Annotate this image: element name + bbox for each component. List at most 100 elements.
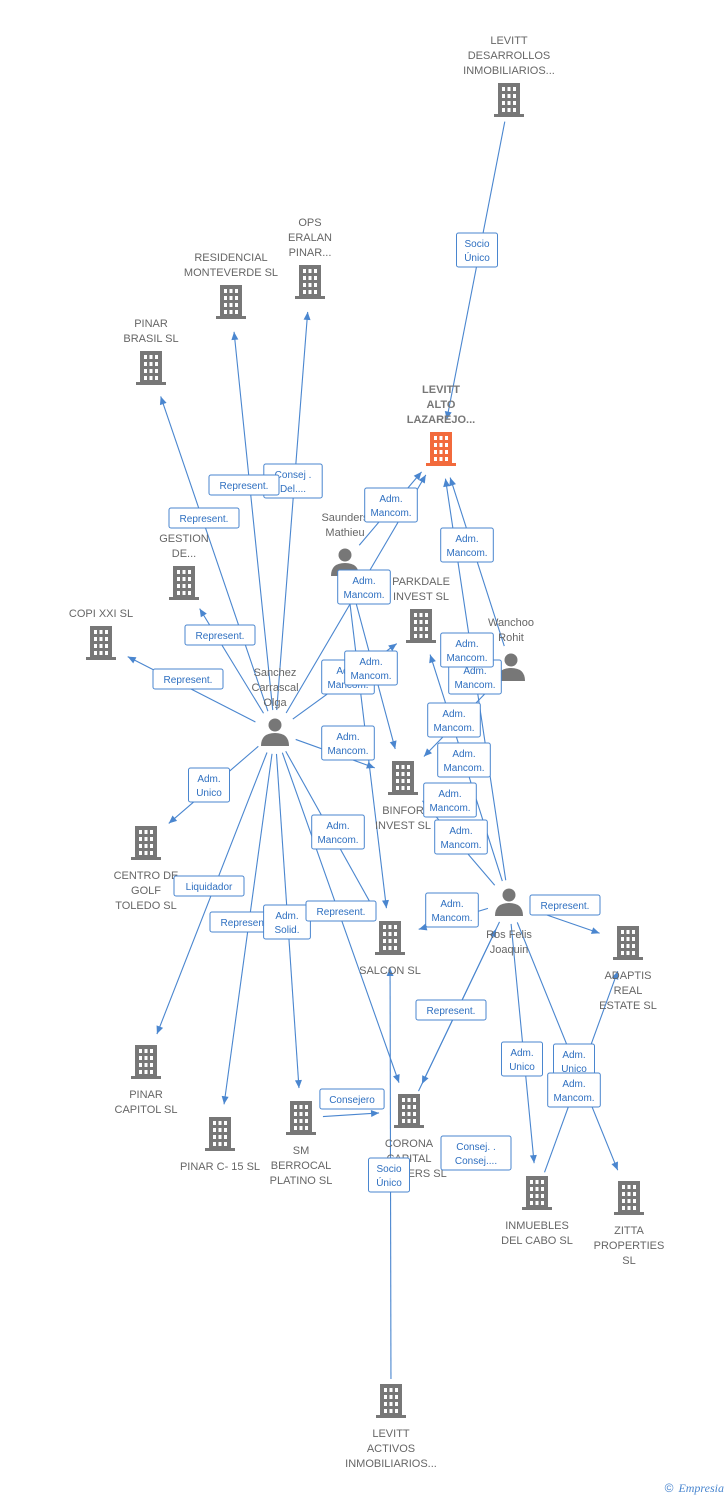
edge-arrowhead: [127, 656, 137, 664]
edge-label-text: Socio: [376, 1164, 401, 1175]
brand-name: Empresia: [678, 1481, 724, 1495]
edge-label-text: Adm.: [452, 749, 475, 760]
edge-label-text: Adm.: [336, 732, 359, 743]
edge-label-sanchez-to-sm_berrocal[interactable]: Adm.Solid.: [263, 904, 311, 940]
edge-label-saunders-to-levitt_alto[interactable]: Adm.Mancom.: [364, 487, 418, 523]
node-label: PROPERTIES: [594, 1240, 665, 1252]
edge-label-sanchez-to-levitt_alto[interactable]: Adm.Mancom.: [337, 569, 391, 605]
edge-label-ros_felis-to-adaptis[interactable]: Represent.: [529, 894, 601, 916]
edge-label-ros_felis-to-inmuebles_cabo[interactable]: Adm.Unico: [501, 1041, 543, 1077]
node-levitt_activos[interactable]: LEVITTACTIVOSINMOBILIARIOS...: [345, 1383, 437, 1470]
edge-arrowhead: [231, 331, 239, 341]
edge-label-text: Consej....: [455, 1156, 497, 1167]
building-icon: [406, 609, 436, 643]
edge-arrowhead: [611, 1161, 618, 1171]
edge-label-sanchez-to-binfor[interactable]: Adm.Mancom.: [344, 650, 398, 686]
edge-label-text: Mancom.: [370, 508, 411, 519]
node-ops_eralan[interactable]: OPSERALANPINAR...: [288, 217, 332, 300]
node-levitt_desarrollos[interactable]: LEVITTDESARROLLOSINMOBILIARIOS...: [463, 35, 555, 118]
edge-label-sanchez-to-centro_golf[interactable]: Adm.Unico: [188, 767, 230, 803]
edge-arrowhead: [418, 474, 426, 484]
building-icon: [205, 1117, 235, 1151]
node-label: PINAR: [129, 1089, 163, 1101]
edge-label-text: Adm.: [463, 666, 486, 677]
edge-sanchez-to-pinar_brasil: [159, 396, 269, 712]
node-label: PINAR...: [289, 247, 332, 259]
node-label: INVEST SL: [393, 591, 449, 603]
edge-label-sanchez-to-copi_xxi[interactable]: Represent.: [152, 668, 224, 690]
edge-label-text: Represent.: [164, 675, 213, 686]
edge-label-wanchoo-to-binfor[interactable]: Adm.Mancom.: [437, 742, 491, 778]
edge-arrowhead: [388, 643, 397, 652]
edge-label-sanchez-to-salcon[interactable]: Adm.Mancom.: [311, 814, 365, 850]
edge-arrowhead: [443, 478, 451, 488]
edge-label-wanchoo-to-levitt_alto[interactable]: Adm.Mancom.: [440, 527, 494, 563]
edge-label-saunders-to-binfor[interactable]: Adm.Mancom.: [321, 725, 375, 761]
edge-arrowhead: [529, 1154, 537, 1164]
building-icon: [136, 351, 166, 385]
node-label: INMUEBLES: [505, 1220, 569, 1232]
building-icon: [522, 1176, 552, 1210]
node-label: TOLEDO SL: [115, 900, 177, 912]
edge-label-ros_felis-to-corona_capital[interactable]: Represent.: [415, 999, 487, 1021]
person-icon: [495, 888, 523, 916]
node-label: COPI XXI SL: [69, 608, 133, 620]
edge-label-sanchez-to-pinar_c15[interactable]: Represent.: [209, 911, 281, 933]
node-pinar_c15[interactable]: PINAR C- 15 SL: [180, 1116, 260, 1173]
edge-label-ros_felis-to-parkdale[interactable]: Adm.Mancom.: [423, 782, 477, 818]
edge-label-sanchez-to-gestion[interactable]: Represent.: [184, 624, 256, 646]
edge-label-ros_felis-to-levitt_alto[interactable]: Adm.Mancom.: [440, 632, 494, 668]
edge-arrowhead: [370, 1109, 380, 1117]
node-salcon[interactable]: SALCON SL: [359, 920, 421, 977]
edge-label-sanchez-to-pinar_brasil[interactable]: Represent.: [168, 507, 240, 529]
edge-arrowhead: [449, 477, 456, 487]
edge-label-inmuebles_cabo-to-adaptis[interactable]: Adm.Mancom.: [547, 1072, 601, 1108]
node-levitt_alto[interactable]: LEVITTALTOLAZAREJO...: [407, 384, 475, 467]
edge-label-text: Único: [464, 251, 490, 264]
edge-label-saunders-to-salcon[interactable]: Adm.Mancom.: [427, 702, 481, 738]
edge-label-ros_felis-to-salcon[interactable]: Adm.Mancom.: [425, 892, 479, 928]
edge-sanchez-to-residencial_monteverde: [231, 331, 274, 711]
node-label: LEVITT: [422, 384, 460, 396]
edge-label-text: Represent.: [427, 1006, 476, 1017]
edge-label-sm_berrocal-to-corona_capital[interactable]: Consejero: [319, 1088, 385, 1110]
edge-arrowhead: [294, 1079, 302, 1089]
edge-label-sanchez-to-residencial_monteverde[interactable]: Represent.: [208, 474, 280, 496]
edge-label-text: Mancom.: [350, 671, 391, 682]
edge-arrowhead: [382, 899, 389, 909]
node-label: Mathieu: [325, 527, 364, 539]
edge-label-text: Adm.: [442, 709, 465, 720]
edge-label-sanchez-to-pinar_capitol[interactable]: Liquidador: [173, 875, 245, 897]
node-label: PLATINO SL: [270, 1175, 333, 1187]
node-label: Sanchez: [254, 667, 297, 679]
building-icon: [376, 1384, 406, 1418]
building-icon: [131, 826, 161, 860]
edge-sanchez-to-ops_eralan: [276, 311, 311, 711]
edge-label-corona_capital-to-ros_felis[interactable]: Consej. .Consej....: [440, 1135, 512, 1171]
node-gestion[interactable]: GESTIONDE...: [159, 533, 209, 601]
edge-label-ros_felis-to-binfor[interactable]: Adm.Mancom.: [434, 819, 488, 855]
building-icon: [169, 566, 199, 600]
node-label: ADAPTIS: [604, 970, 651, 982]
node-copi_xxi[interactable]: COPI XXI SL: [69, 608, 133, 661]
edge-label-sanchez-to-corona_capital[interactable]: Represent.: [305, 900, 377, 922]
edge-label-text: Adm.: [438, 789, 461, 800]
edge-label-ros_felis-to-zitta[interactable]: Adm.Unico: [553, 1043, 595, 1079]
edge-label-text: Mancom.: [454, 680, 495, 691]
